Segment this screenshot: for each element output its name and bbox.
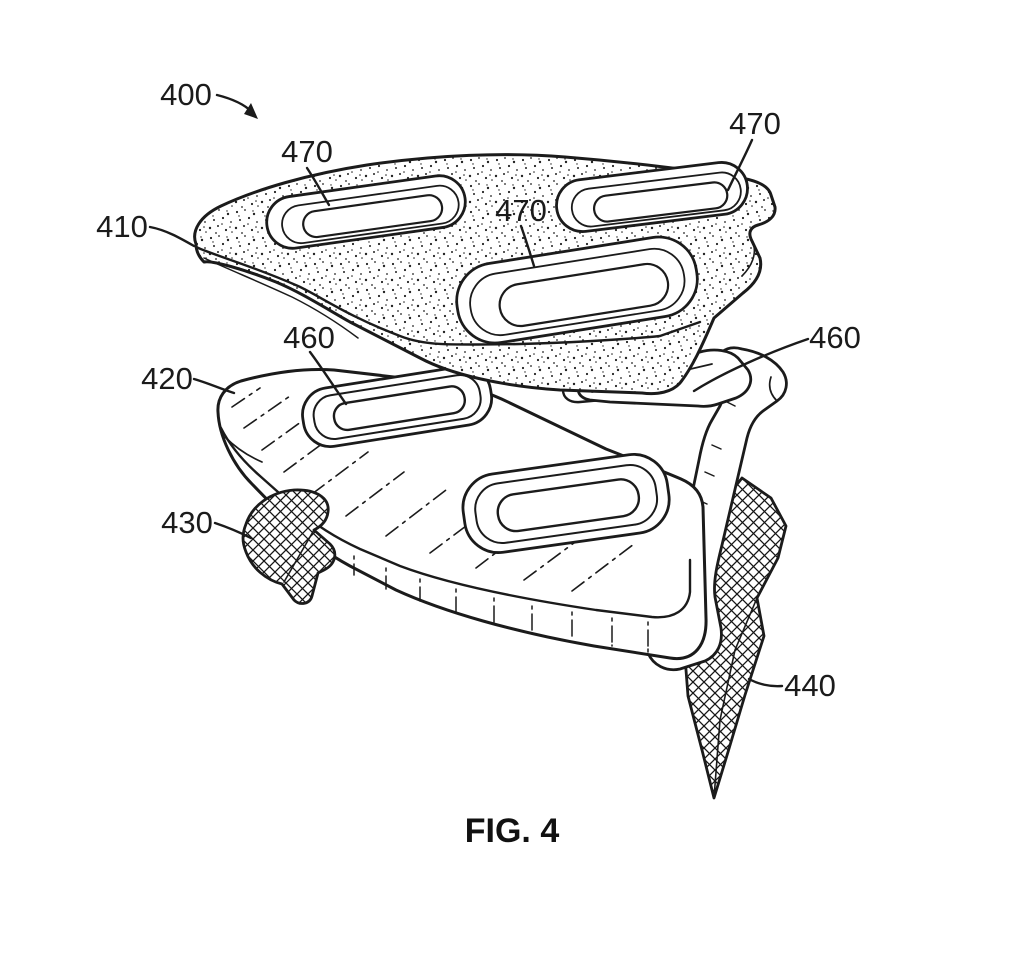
opening-470-left xyxy=(265,174,467,250)
callout-470-right-label: 470 xyxy=(729,106,781,141)
opening-470-right-floor xyxy=(592,181,729,223)
callout-410-leader xyxy=(148,225,196,248)
lower-plate-tip-band xyxy=(224,436,263,463)
leader-lines xyxy=(148,93,810,688)
opening-470-right xyxy=(555,161,749,233)
callout-400-leader xyxy=(215,93,254,114)
upper-plate-right-notch-line xyxy=(741,241,756,277)
opening-470-center xyxy=(455,235,699,345)
opening-470-right-mid xyxy=(570,171,742,228)
pocket-rim-center xyxy=(461,453,671,554)
callout-470-center-leader xyxy=(519,224,536,268)
callout-460-right-leader xyxy=(692,337,810,393)
callout-labels: 400 470 470 470 410 420 460 460 430 440 xyxy=(96,77,861,703)
callout-470-left-leader xyxy=(305,166,331,207)
opening-470-center-floor xyxy=(498,262,670,328)
figure-caption: FIG. 4 xyxy=(465,812,560,850)
opening-470-center-mid xyxy=(469,247,686,337)
callout-400-label: 400 xyxy=(160,77,212,112)
callout-470-left-label: 470 xyxy=(281,134,333,169)
opening-470-center-outer xyxy=(455,235,699,345)
boss-460-left-floor xyxy=(332,385,466,432)
callout-440-label: 440 xyxy=(784,668,836,703)
callout-420-label: 420 xyxy=(141,361,193,396)
callout-400-arrowhead xyxy=(244,103,258,119)
opening-470-left-mid xyxy=(281,184,460,245)
callout-430-label: 430 xyxy=(161,505,213,540)
stud-440-fold-line xyxy=(713,597,758,799)
callout-440-leader xyxy=(747,677,784,688)
stud-430-body xyxy=(241,488,337,605)
callout-420-leader xyxy=(192,377,236,395)
pocket-center-floor xyxy=(496,478,641,533)
opening-470-left-floor xyxy=(302,194,444,239)
pocket-center-mid-rim xyxy=(474,463,659,544)
callout-430-leader xyxy=(213,521,253,540)
boss-460-left xyxy=(301,364,494,449)
callout-470-center-label: 470 xyxy=(495,193,547,228)
callout-460-right-label: 460 xyxy=(809,320,861,355)
upper-plate-410 xyxy=(193,153,777,396)
opening-470-right-outer xyxy=(555,161,749,233)
callout-460-center-label: 460 xyxy=(283,320,335,355)
boss-460-left-mid-rim xyxy=(312,374,482,440)
opening-470-left-outer xyxy=(265,174,467,250)
callout-410-label: 410 xyxy=(96,209,148,244)
callout-470-right-leader xyxy=(726,138,754,192)
lower-plate-front-edge xyxy=(219,426,692,619)
upper-plate-front-edge xyxy=(194,245,702,346)
stud-430-fold-line xyxy=(283,529,315,583)
stud-430 xyxy=(241,488,337,605)
upper-plate-chamfer xyxy=(203,257,359,339)
callout-460-center-leader xyxy=(308,350,348,406)
